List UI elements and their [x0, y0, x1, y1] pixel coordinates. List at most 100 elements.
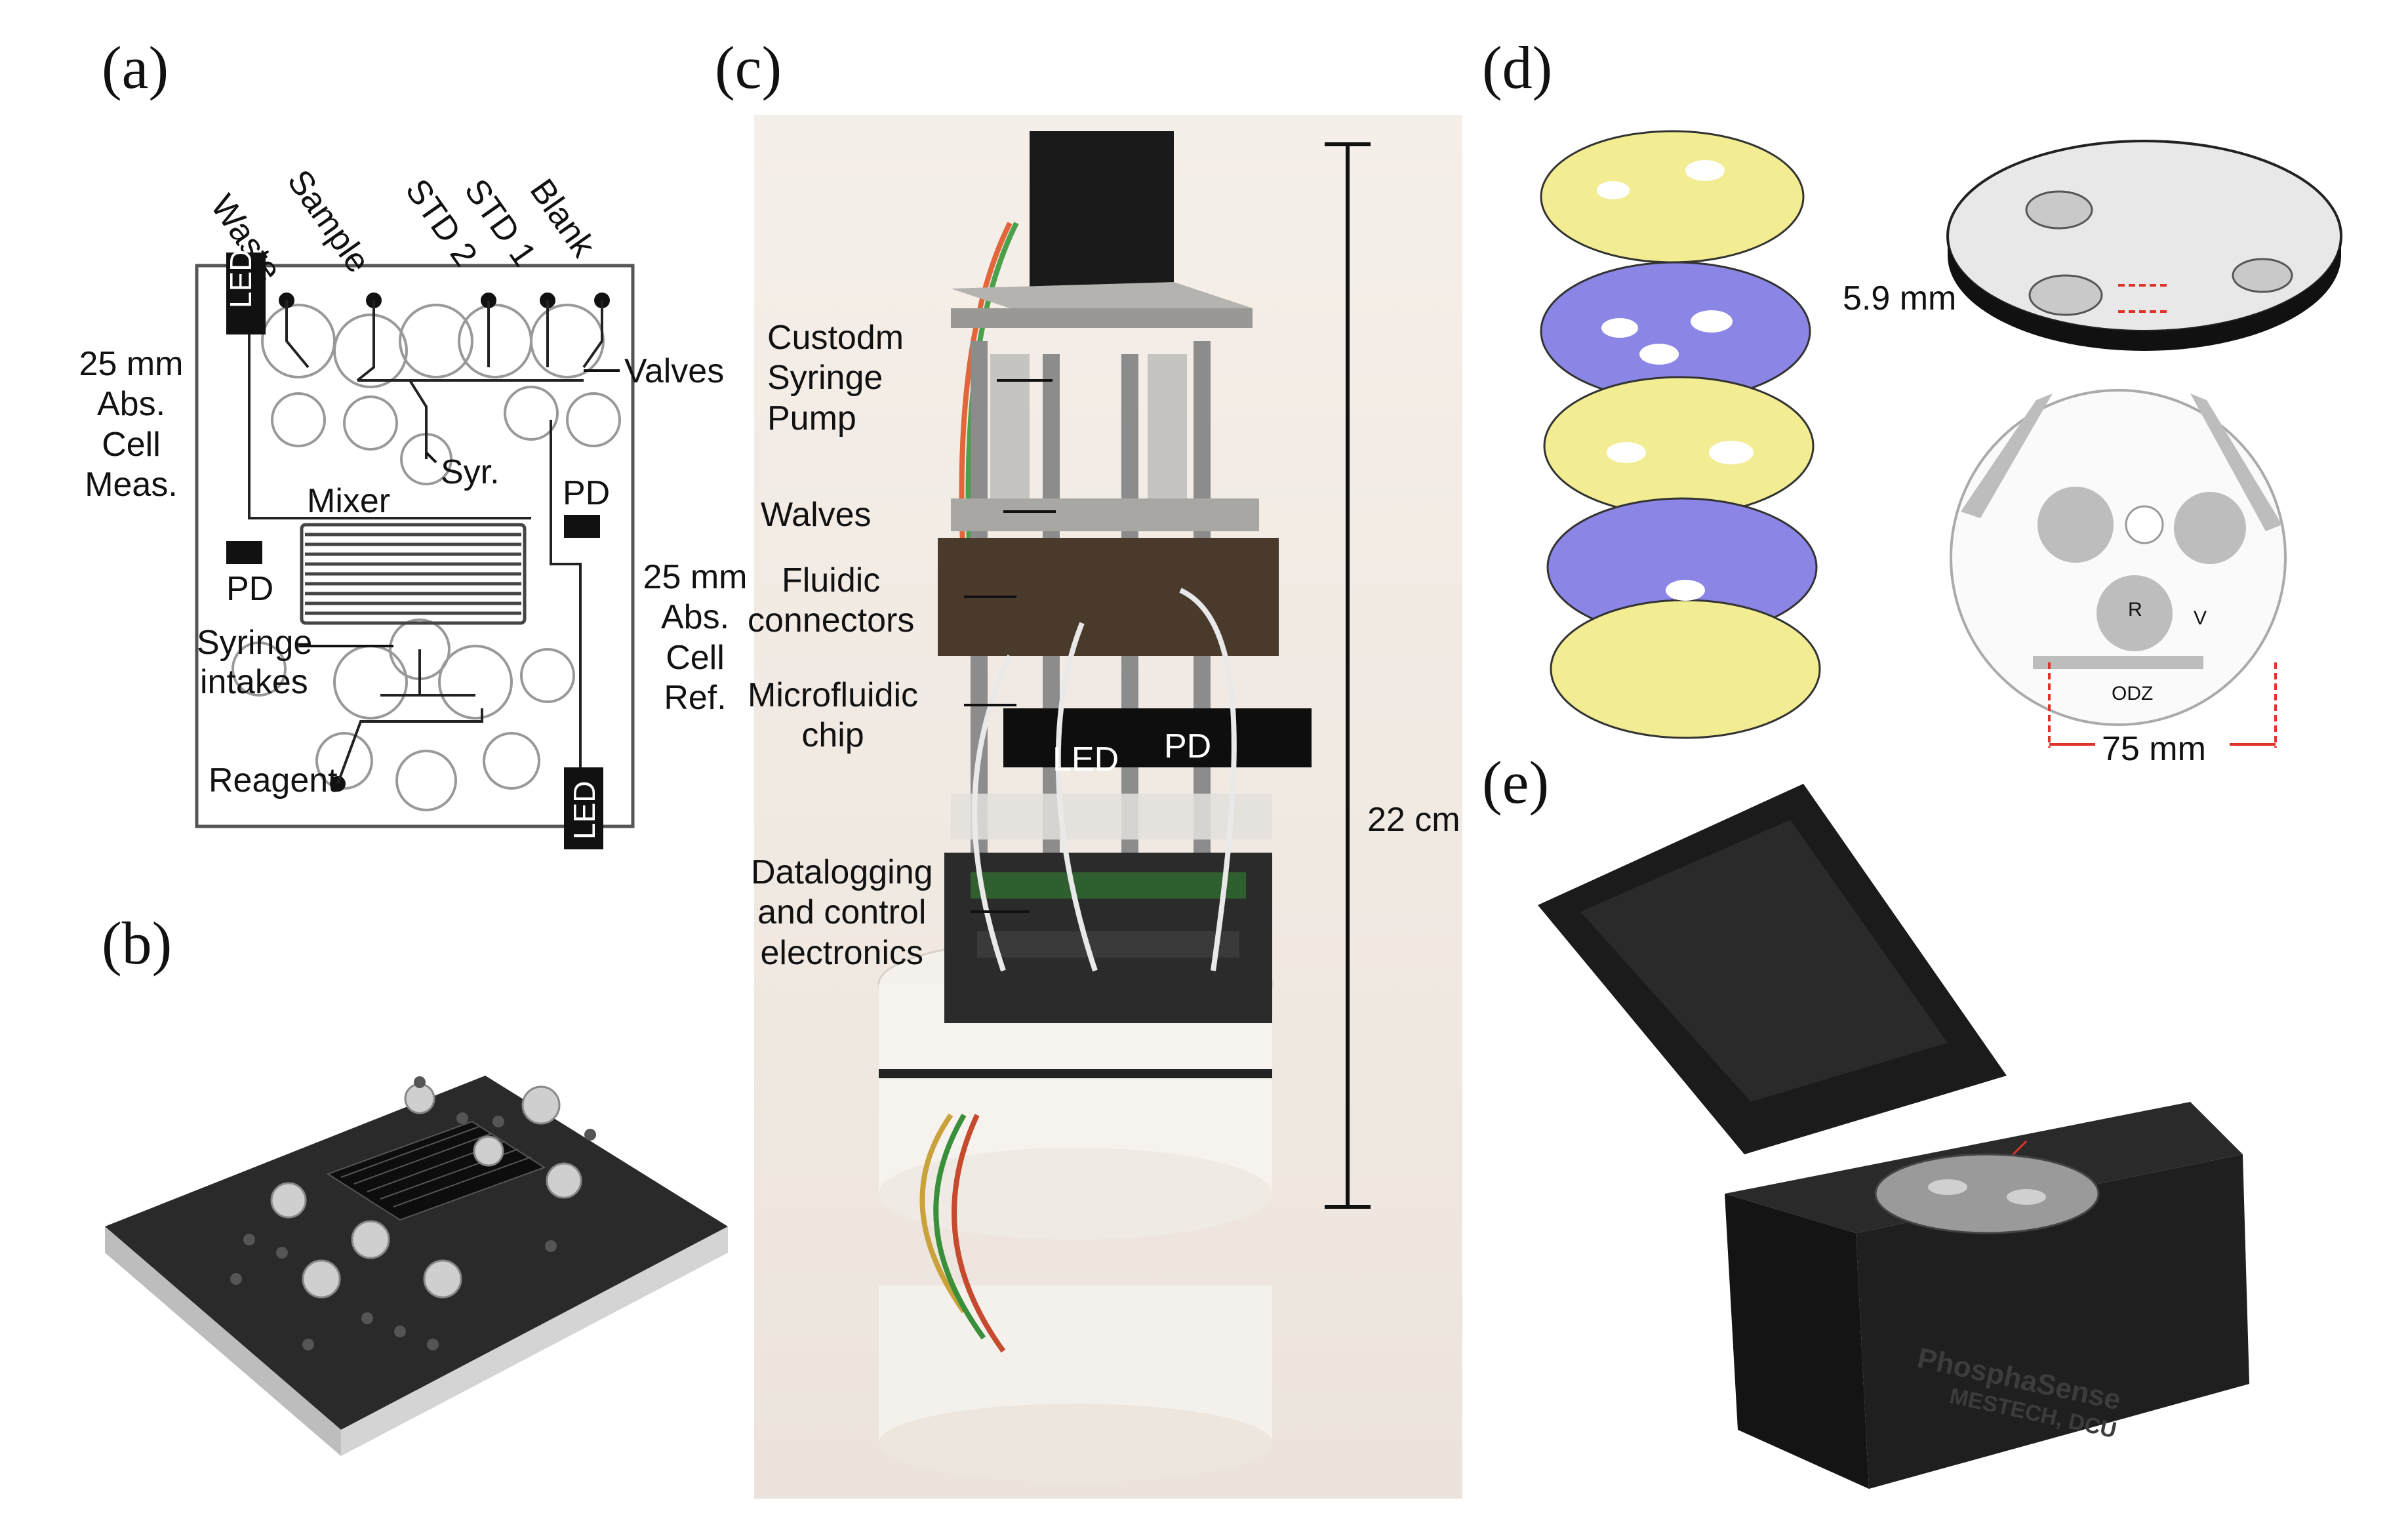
pd-left-label: PD — [226, 570, 274, 608]
chip-hole — [427, 1339, 439, 1350]
electronics-label-line: Datalogging — [751, 853, 933, 891]
height-label: 22 cm — [1367, 801, 1460, 839]
chip-hole — [545, 1240, 557, 1252]
chamber-circle — [395, 750, 457, 811]
chip-hole — [243, 1234, 255, 1246]
abs-ref-line: 25 mm — [643, 558, 748, 596]
fluidic-label-line: connectors — [748, 601, 915, 640]
chip-schematic — [195, 253, 635, 849]
chamber-circle — [343, 395, 398, 451]
abs-meas-line: Abs. — [96, 385, 166, 424]
layer-yellow — [1543, 376, 1815, 516]
chip-well — [521, 1085, 561, 1125]
chip-label: Microfluidic chip — [748, 676, 918, 756]
panel-d: (d) — [1462, 0, 2408, 787]
pump-label-line: Syringe — [767, 359, 883, 397]
panel-a: (a) — [0, 0, 754, 853]
led-pd-bar — [1003, 708, 1312, 767]
abs-ref-line: Abs. — [660, 598, 730, 637]
chamber-circle — [399, 304, 473, 378]
chip-well — [270, 1182, 307, 1219]
chamber-circle — [271, 392, 326, 447]
panel-c-label: (c) — [715, 34, 782, 101]
machined-chip-render — [105, 1076, 728, 1456]
pump-label: Custodm Syringe Pump — [767, 318, 904, 439]
chip-label-line: chip — [801, 716, 864, 755]
electronics-label-line: and control — [757, 893, 927, 932]
pd-left-block — [226, 541, 262, 564]
panel-a-label: (a) — [102, 34, 169, 101]
chip-well — [423, 1259, 462, 1299]
led-bar-label: LED — [1053, 740, 1119, 779]
abs-ref-line: Ref. — [664, 679, 727, 718]
panel-c: (c) — [715, 0, 1462, 1519]
fluidic-label: Fluidic connectors — [748, 561, 914, 641]
stepper-motor — [1030, 131, 1174, 289]
r-marker: R — [2128, 599, 2142, 620]
chamber-circle — [261, 304, 336, 378]
chip-hole — [302, 1339, 314, 1350]
exploded-disc-layers — [1540, 130, 2342, 748]
v-marker: V — [2194, 607, 2207, 629]
chamber-circle — [483, 732, 540, 790]
syringe-intakes-label-1: Syringe — [197, 624, 313, 662]
abs-meas-label: 25 mm Abs. Cell Meas. — [62, 344, 200, 505]
valves-label: Valves — [624, 352, 725, 390]
abs-meas-line: Meas. — [85, 466, 178, 504]
chip-hole — [456, 1112, 468, 1124]
layer-yellow — [1540, 130, 1805, 264]
chip-hole — [230, 1273, 242, 1285]
pd-right-block — [564, 515, 600, 538]
chip-hole — [276, 1247, 288, 1259]
chip-hole — [414, 1076, 426, 1088]
reagent-label: Reagent — [209, 761, 338, 800]
pd-bar-label: PD — [1164, 727, 1212, 765]
panel-e-label: (e) — [1482, 749, 1550, 816]
panel-b: (b) — [0, 885, 754, 1519]
chamber-circle — [333, 314, 408, 388]
fluidic-label-line: Fluidic — [782, 561, 881, 599]
chamber-circle — [520, 648, 575, 703]
chip-well — [546, 1162, 582, 1199]
instrument-render — [877, 131, 1371, 1482]
chamber-circle — [231, 641, 287, 697]
chip-hole — [361, 1312, 373, 1324]
chamber-circle — [504, 386, 559, 441]
pump-label-line: Custodm — [767, 319, 904, 357]
mixer-label: Mixer — [307, 482, 391, 520]
chip-well — [351, 1220, 390, 1259]
abs-ref-label: 25 mm Abs. Cell Ref. — [626, 557, 764, 718]
syringe-intakes-label-2: intakes — [200, 663, 308, 701]
layer-yellow — [1550, 599, 1821, 739]
syr-label: Syr. — [441, 453, 500, 491]
abs-meas-line: 25 mm — [79, 345, 184, 383]
disc-plan-view — [1950, 389, 2287, 726]
thickness-label: 5.9 mm — [1843, 279, 1957, 317]
chip-hole — [584, 1129, 596, 1141]
chip-well — [404, 1083, 435, 1114]
chip-well — [473, 1135, 504, 1167]
panel-b-label: (b) — [102, 910, 172, 977]
chip-hole — [492, 1116, 504, 1127]
abs-meas-line: Cell — [102, 425, 161, 464]
led-top-label: LED — [224, 249, 258, 308]
chip-hole — [394, 1326, 406, 1337]
mixer-serpentine — [300, 523, 527, 625]
led-bottom-label: LED — [567, 780, 601, 840]
panel-d-label: (d) — [1482, 34, 1553, 101]
chamber-circle — [566, 392, 621, 447]
chamber-circle — [438, 645, 513, 719]
odz-marker: ODZ — [2112, 683, 2154, 704]
led-bottom-block — [564, 767, 603, 849]
electronics-label: Datalogging and control electronics — [751, 853, 933, 973]
abs-ref-line: Cell — [666, 638, 725, 677]
panel-e: (e) PhosphaSense MESTECH, DCU — [1462, 735, 2408, 1519]
chamber-circle — [315, 732, 373, 790]
walves-label: Walves — [761, 496, 872, 534]
electronics-label-line: electronics — [760, 933, 924, 972]
chip-well — [302, 1259, 341, 1299]
diameter-label: 75 mm — [2102, 730, 2206, 768]
enclosure-render — [1538, 784, 2249, 1489]
pump-label-line: Pump — [767, 399, 856, 437]
pd-right-label: PD — [563, 474, 611, 512]
